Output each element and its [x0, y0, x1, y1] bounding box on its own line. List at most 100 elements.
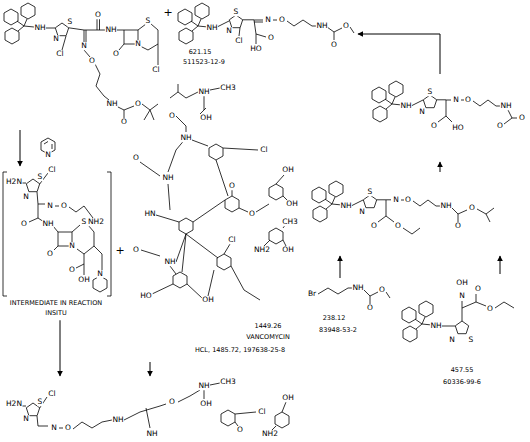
atom-label: OH [286, 200, 299, 208]
atom-label: Cl [48, 390, 56, 398]
atom-label: O [61, 202, 68, 210]
atom-label: N [393, 196, 400, 204]
atom-label: O [121, 118, 128, 126]
compound-structure: N [32, 134, 64, 162]
atom-label: NH [340, 202, 352, 210]
atom-label: O [343, 22, 350, 30]
atom-label: OH [282, 166, 295, 174]
atom-label: O [21, 220, 28, 228]
compound-structure: NHSNNONHOOOO [300, 174, 526, 254]
atom-label: HN [144, 210, 156, 218]
compound-structure: OHNOONHNS457.5560336-99-6 [398, 276, 526, 392]
acid-reagent-structure [178, 3, 354, 44]
atom-label: NH [106, 100, 118, 108]
atom-label: N [69, 242, 76, 250]
atom-label: O [237, 426, 244, 434]
atom-label: O [279, 16, 286, 24]
atom-label: Br [307, 290, 316, 298]
atom-label: Cl [258, 408, 266, 416]
atom-label: O [47, 250, 54, 258]
atom-label: N [81, 42, 88, 50]
reaction-arrow [500, 256, 501, 274]
compound-structure: NHSNNONHOOOHO [360, 76, 527, 160]
atom-label: N [51, 424, 58, 432]
atom-label: NH [112, 416, 124, 424]
atom-label: O [367, 304, 374, 312]
atom-label: O [89, 57, 96, 65]
atom-label: NH2 [253, 246, 270, 254]
oxime-structure [402, 294, 514, 342]
atom-label: HO [452, 124, 465, 132]
atom-label: N [23, 415, 30, 423]
atom-label: OH [282, 394, 295, 402]
compound-structure: NHSNClONHONSClNONHOO [2, 2, 162, 128]
compound-structure: H2NSClNNONH2ONHONSOOHNINTERMEDIATE IN RE… [2, 168, 114, 318]
acid-structure [372, 81, 517, 124]
atom-label: Cl [48, 166, 56, 174]
atom-label: OH [456, 279, 469, 287]
compound-caption: 83948-53-2 [319, 327, 358, 334]
compound-caption: 238.12 [322, 315, 346, 322]
atom-label: NH [430, 322, 442, 330]
atom-label: O [169, 398, 176, 406]
atom-label: O [69, 266, 76, 274]
atom-label: N [47, 202, 54, 210]
compound-structure: NHSNClNONHOOHOO621.15511523-12-9 [176, 2, 356, 67]
atom-label: NH [352, 284, 364, 292]
atom-label: NH [500, 102, 512, 110]
atom-label: S [37, 173, 43, 181]
compound-caption: 621.15 [188, 49, 212, 56]
atom-label: O [113, 50, 120, 58]
atom-label: O [229, 182, 236, 190]
atom-label: N [359, 208, 366, 216]
compound-caption: 60336-99-6 [443, 379, 482, 386]
atom-label: O [135, 100, 142, 108]
vancomycin-structure [140, 84, 288, 300]
atom-label: O [519, 114, 526, 122]
atom-label: NH [198, 382, 210, 390]
atom-label: O [431, 122, 438, 130]
atom-label: S [367, 188, 373, 196]
atom-label: OH [78, 276, 91, 284]
atom-label: NH [105, 26, 117, 34]
atom-label: Cl [260, 146, 268, 154]
atom-label: NH [180, 134, 192, 142]
atom-label: N [23, 193, 30, 201]
atom-label: O [268, 34, 275, 42]
atom-label: NH [162, 174, 174, 182]
atom-label: O [65, 424, 72, 432]
compound-caption: INTERMEDIATE IN REACTION [9, 300, 102, 307]
atom-label: NH [440, 202, 452, 210]
atom-label: O [405, 196, 412, 204]
atom-label: O [331, 41, 338, 49]
compound-caption: INSITU [45, 310, 68, 317]
product-structure [21, 383, 289, 430]
atom-label: N [459, 292, 466, 300]
atom-label: N [97, 270, 104, 278]
compound-caption: HCL, 1485.72, 197638-25-8 [194, 347, 285, 354]
atom-label: NH [164, 258, 176, 266]
atom-label: NH [146, 430, 158, 438]
plus-sign: + [162, 7, 173, 18]
atom-label: S [67, 18, 73, 26]
cephalosporin-structure [4, 3, 158, 120]
atom-label: O [497, 122, 504, 130]
compound-caption: 511523-12-9 [183, 59, 226, 66]
atom-label: HO [140, 292, 153, 300]
atom-label: S [233, 8, 239, 16]
atom-label: O [249, 210, 256, 218]
atom-label: N [135, 40, 142, 48]
atom-label: S [468, 336, 474, 344]
atom-label: NH [316, 22, 328, 30]
reaction-arrow [340, 256, 341, 278]
atom-label: N [53, 35, 60, 43]
atom-label: O [395, 222, 402, 230]
intermediate-structure [3, 172, 111, 296]
reaction-arrow [358, 34, 440, 74]
atom-label: O [169, 112, 176, 120]
atom-label: H2N [5, 400, 22, 408]
atom-label: O [371, 222, 378, 230]
